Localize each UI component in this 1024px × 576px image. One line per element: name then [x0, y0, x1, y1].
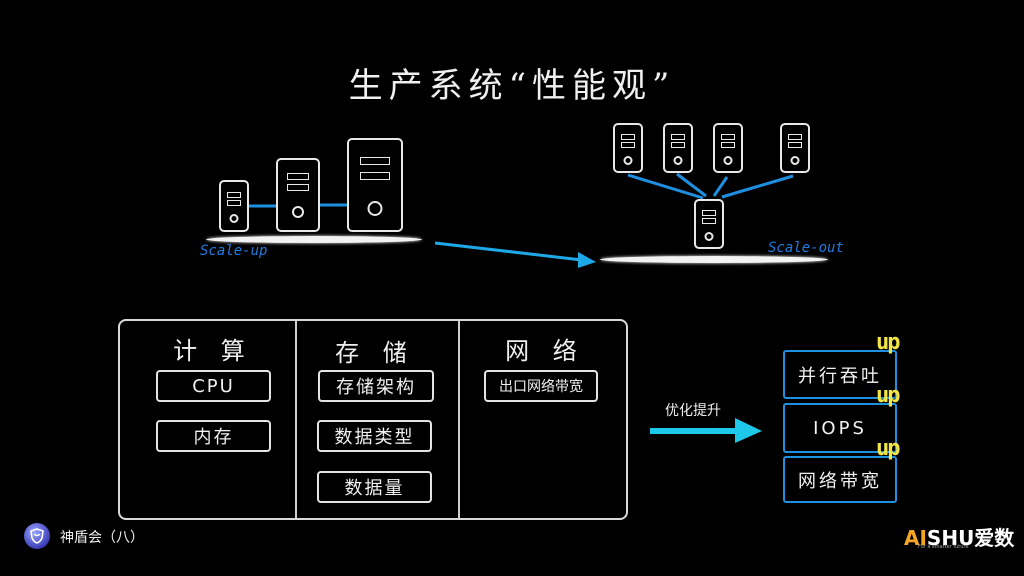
server-icon	[694, 199, 724, 249]
item-data-volume: 数据量	[317, 471, 432, 503]
server-icon	[276, 158, 320, 232]
optimize-arrow-head	[735, 418, 762, 443]
page-title: 生产系统“性能观”	[348, 66, 676, 106]
server-icon	[780, 123, 810, 173]
optimize-label: 优化提升	[665, 403, 721, 419]
column-divider	[295, 321, 297, 518]
item-cpu: CPU	[156, 370, 271, 402]
server-icon	[663, 123, 693, 173]
scale-up-label: Scale-up	[200, 243, 268, 259]
item-data-type: 数据类型	[317, 420, 432, 452]
server-icon	[219, 180, 249, 232]
column-divider	[458, 321, 460, 518]
connectors	[249, 172, 794, 268]
server-icon	[347, 138, 403, 232]
item-egress-bandwidth: 出口网络带宽	[484, 370, 598, 402]
server-icon	[713, 123, 743, 173]
result-network-bandwidth: 网络带宽	[783, 456, 897, 503]
column-heading-compute: 计 算	[173, 337, 253, 365]
item-storage-architecture: 存储架构	[318, 370, 434, 402]
aishu-logo: AISHU爱数	[904, 522, 1014, 551]
connector-line	[721, 174, 794, 199]
up-badge: up	[876, 383, 900, 408]
scale-out-platform	[600, 256, 828, 263]
result-parallel-throughput: 并行吞吐	[783, 350, 897, 399]
item-memory: 内存	[156, 420, 271, 452]
up-badge: up	[876, 330, 900, 355]
server-icon	[613, 123, 643, 173]
series-title: 神盾会（八）	[60, 530, 144, 546]
logo-tagline: For a smarter future	[918, 544, 969, 550]
optimize-arrow-shaft	[650, 428, 740, 434]
transition-arrow-head	[578, 252, 596, 268]
column-heading-storage: 存 储	[335, 339, 415, 367]
scale-out-label: Scale-out	[768, 240, 844, 256]
result-label: 网络带宽	[798, 470, 882, 492]
connector-line	[627, 173, 704, 200]
shield-logo-icon	[24, 523, 50, 549]
up-badge: up	[876, 436, 900, 461]
transition-arrow-line	[434, 241, 583, 262]
connector-line	[712, 176, 729, 197]
connector-line	[676, 172, 707, 198]
scale-up-platform	[206, 236, 422, 243]
result-label: IOPS	[813, 417, 867, 439]
column-heading-network: 网 络	[505, 337, 585, 365]
optimize-arrow	[650, 418, 762, 443]
result-label: 并行吞吐	[798, 365, 882, 387]
result-iops: IOPS	[783, 403, 897, 453]
logo-ai: AI	[904, 526, 927, 550]
resource-panel: 计 算 存 储 网 络 CPU 内存 存储架构 数据类型 数据量 出口网络带宽	[118, 319, 628, 520]
logo-rest: SHU爱数	[926, 526, 1015, 550]
